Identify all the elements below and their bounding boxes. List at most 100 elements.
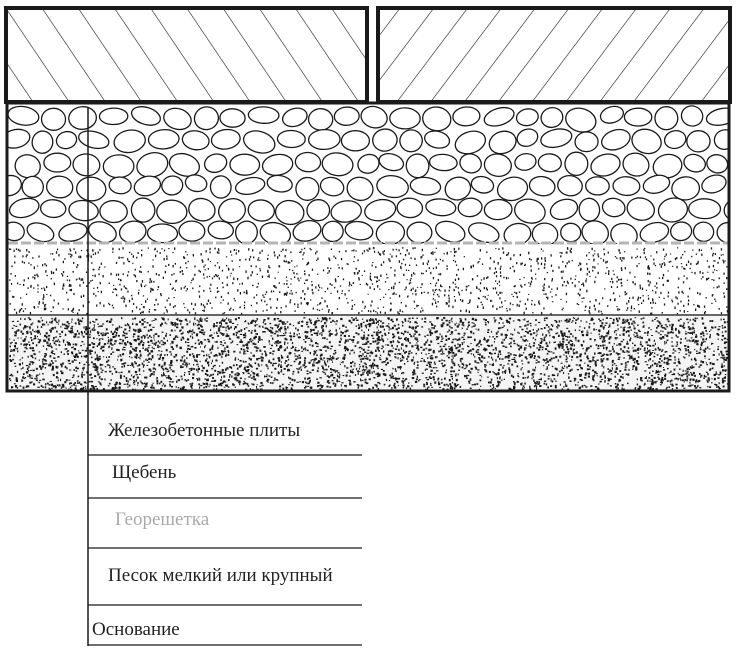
base-grain [555, 380, 557, 382]
sand-grain [27, 277, 29, 280]
base-grain [127, 340, 129, 344]
base-grain [502, 345, 505, 347]
base-grain [652, 388, 654, 391]
base-grain [637, 356, 640, 358]
sand-grain [594, 308, 596, 311]
sand-grain [289, 292, 291, 295]
base-grain [520, 368, 522, 371]
base-grain [634, 317, 637, 319]
base-grain [429, 361, 432, 364]
base-grain [713, 350, 715, 352]
sand-grain [307, 303, 309, 306]
sand-grain [422, 254, 424, 256]
base-grain [110, 379, 112, 381]
sand-grain [245, 291, 248, 295]
sand-grain [520, 284, 522, 287]
base-grain [549, 341, 551, 344]
base-grain [323, 357, 325, 359]
base-grain [431, 354, 433, 357]
base-grain [277, 365, 279, 368]
sand-grain [702, 276, 704, 278]
base-grain [556, 368, 558, 371]
sand-grain [680, 256, 682, 259]
base-grain [134, 362, 137, 365]
sand-grain [225, 256, 228, 258]
sand-grain [718, 257, 721, 260]
base-grain [153, 363, 156, 366]
sand-grain [9, 279, 11, 281]
base-grain [204, 359, 207, 362]
base-grain [204, 372, 207, 375]
base-grain [600, 378, 604, 380]
base-grain [674, 359, 677, 361]
base-grain [188, 370, 191, 373]
sand-grain [331, 312, 334, 314]
sand-grain [70, 288, 73, 291]
base-grain [335, 370, 339, 372]
sand-grain [209, 302, 211, 304]
base-grain [31, 377, 33, 379]
base-grain [709, 320, 712, 322]
base-grain [339, 373, 341, 376]
sand-grain [186, 254, 188, 256]
base-grain [521, 367, 523, 369]
base-grain [58, 319, 60, 322]
base-grain [255, 349, 258, 352]
base-grain [240, 330, 242, 332]
base-grain [258, 365, 260, 367]
base-grain [42, 365, 44, 368]
base-grain [451, 378, 453, 380]
sand-grain [688, 299, 690, 302]
base-grain [32, 369, 35, 372]
base-grain [374, 318, 377, 320]
base-grain [254, 335, 257, 338]
base-grain [81, 333, 83, 336]
base-grain [424, 335, 426, 338]
base-grain [456, 339, 459, 341]
base-grain [70, 330, 73, 333]
sand-grain [328, 270, 330, 273]
base-grain [646, 364, 649, 366]
sand-grain [676, 265, 678, 269]
base-grain [510, 388, 513, 390]
base-grain [616, 388, 618, 391]
base-grain [538, 348, 541, 351]
base-grain [310, 330, 312, 333]
sand-grain [453, 247, 455, 251]
base-grain [693, 331, 695, 334]
base-grain [573, 377, 576, 379]
base-grain [313, 350, 316, 353]
base-grain [694, 359, 697, 362]
sand-grain [71, 254, 73, 257]
base-grain [555, 355, 558, 359]
base-grain [220, 379, 222, 381]
sand-grain [458, 277, 460, 281]
base-grain [461, 343, 464, 346]
sand-grain [421, 291, 423, 295]
base-grain [280, 364, 282, 366]
sand-grain [513, 254, 515, 257]
sand-grain [594, 266, 596, 269]
base-grain [617, 373, 619, 375]
sand-grain [331, 284, 333, 286]
base-grain [424, 317, 427, 320]
sand-grain [123, 300, 125, 303]
sand-grain [716, 286, 718, 289]
base-grain [502, 339, 504, 341]
sand-grain [662, 248, 665, 251]
sand-grain [41, 287, 43, 290]
base-grain [101, 334, 104, 337]
base-grain [66, 367, 68, 370]
base-grain [438, 383, 441, 386]
sand-grain [531, 303, 533, 306]
base-grain [391, 387, 393, 390]
base-grain [639, 343, 642, 346]
base-grain [696, 317, 698, 320]
base-grain [599, 324, 603, 328]
base-grain [700, 336, 702, 338]
base-grain [663, 369, 665, 371]
base-grain [609, 353, 612, 356]
sand-grain [134, 274, 136, 277]
sand-grain [671, 300, 674, 303]
sand-grain [183, 287, 185, 289]
